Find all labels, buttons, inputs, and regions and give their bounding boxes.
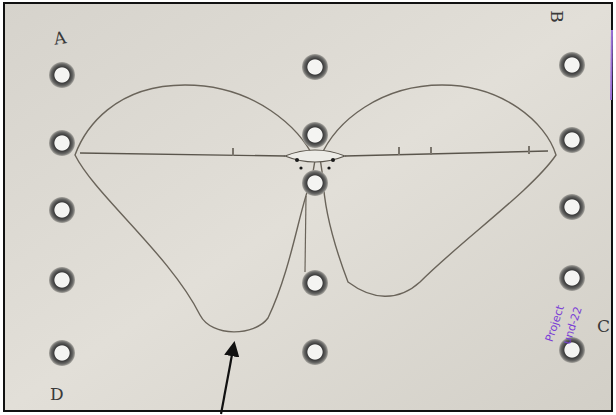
right-lobe-outline [320, 85, 556, 296]
left-lobe-outline [75, 85, 315, 332]
center-line [80, 153, 285, 156]
corner-letter: A [53, 29, 68, 48]
corner-letter: D [50, 386, 64, 403]
marker-dots [295, 158, 335, 170]
handwritten-note: und-22 [561, 305, 583, 345]
center-line [345, 151, 548, 156]
tick-marks [232, 146, 530, 156]
center-lens [285, 150, 345, 162]
purple-mark [611, 30, 612, 100]
pointer-arrow [221, 344, 234, 414]
aluminium-plate [4, 3, 612, 411]
countersunk-holes [49, 52, 585, 366]
corner-letter: C [597, 318, 610, 335]
vertical-scribe [305, 196, 306, 272]
corner-letter: B [548, 10, 565, 23]
